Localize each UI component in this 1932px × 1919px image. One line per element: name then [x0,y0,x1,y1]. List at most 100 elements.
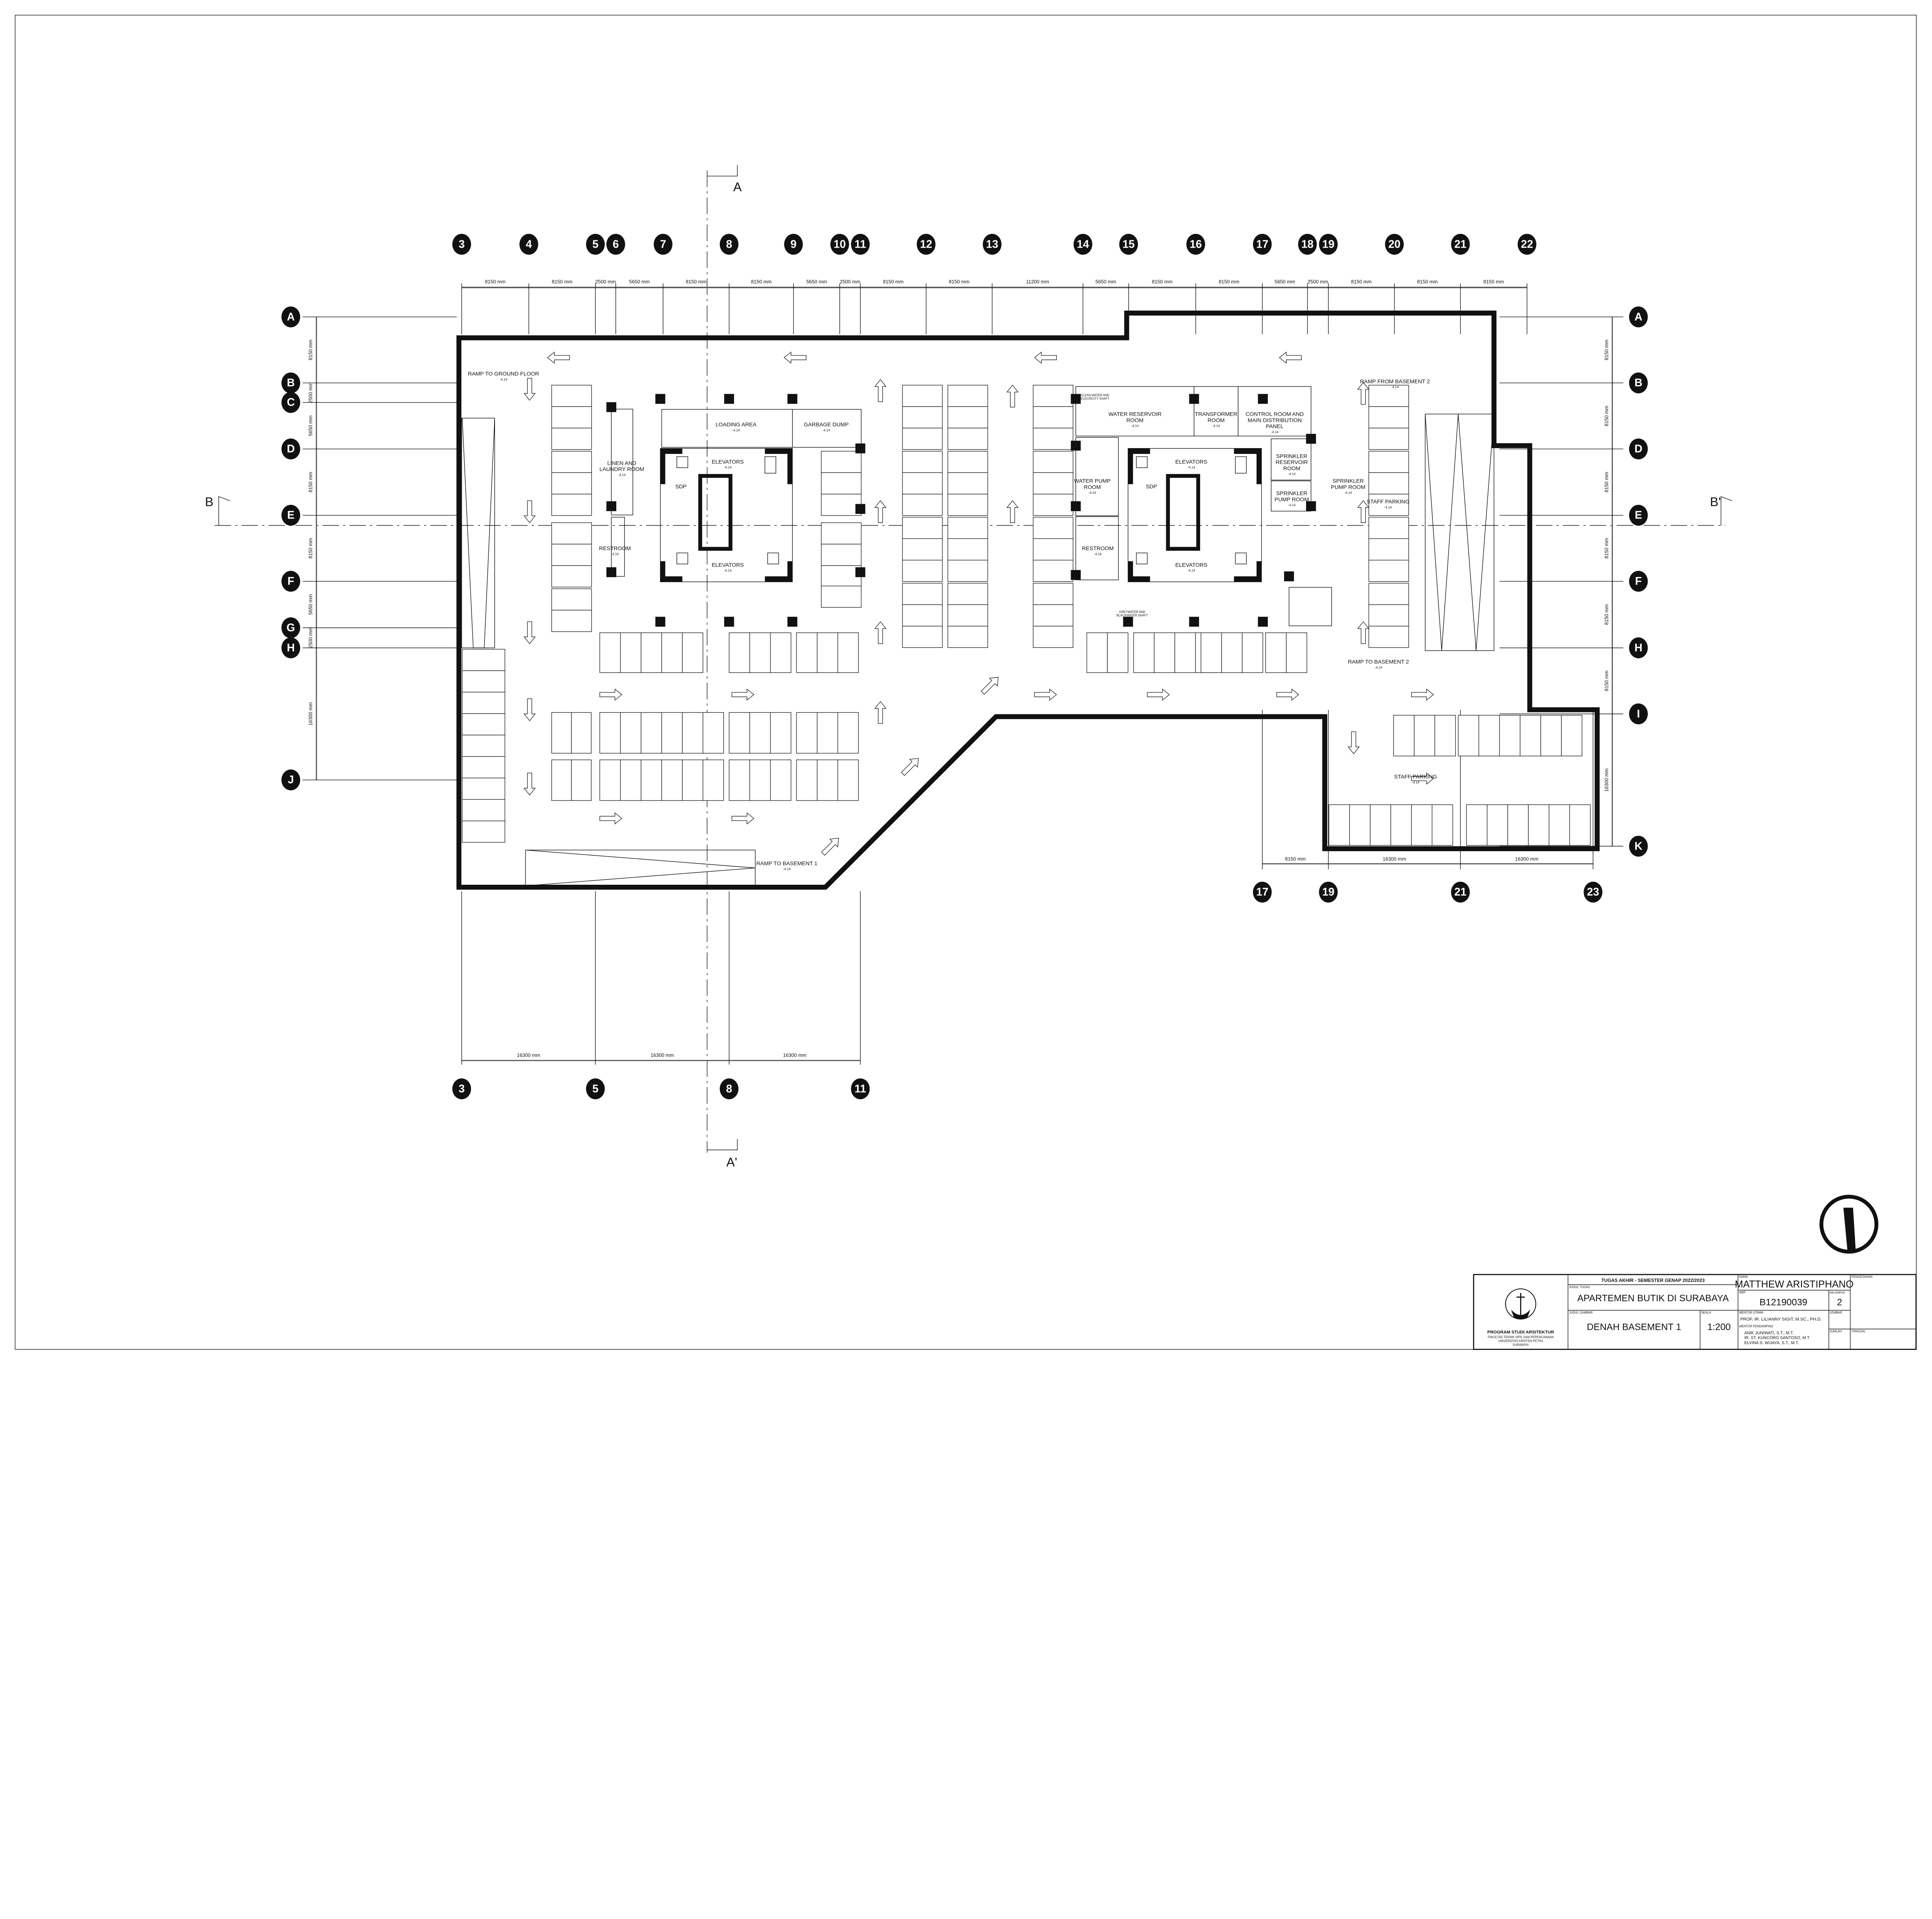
dimension-label: 8150 mm [1604,671,1609,691]
dimension-label: 8150 mm [1604,340,1609,360]
grid-column-5-label: 5 [592,238,599,250]
traffic-arrow-icon [731,688,755,701]
grid-row-B-bubble [1629,372,1648,394]
room-level: -4.14 [1391,385,1399,389]
tanggal-label: TANGGAL [1851,1329,1866,1333]
parking-stall [620,712,641,754]
dimension-label: 2500 mm [840,279,860,284]
parking-stall [1242,632,1264,673]
nrp-value: B12190039 [1760,1297,1808,1308]
parking-stall [1368,385,1409,407]
parking-stall [1540,715,1562,756]
mentor-utama-label: MENTOR UTAMA [1739,1311,1764,1314]
grid-row-B-bubble [281,372,300,394]
parking-stall [821,522,862,545]
traffic-arrow-icon [547,351,570,364]
dimension-label: 5650 mm [1095,279,1116,284]
grid-row-J-label: J [288,774,294,786]
parking-stall [1154,632,1175,673]
parking-stall [1033,494,1073,516]
room-level: -4.14 [1288,472,1296,476]
traffic-arrow-icon [874,621,887,644]
room-label: ELEVATORS [712,459,744,465]
grid-row-I-label: I [1637,708,1640,720]
grid-column-20-label: 20 [1388,238,1401,250]
dimension-label: 8150 mm [1604,472,1609,492]
parking-stall [1133,632,1155,673]
parking-stall [821,565,862,588]
room-level: -4.14 [1187,569,1195,573]
room-label: SDP [1146,484,1157,490]
parking-stall [1033,385,1073,407]
parking-stall [821,585,862,608]
dimension-label: 8150 mm [1604,604,1609,625]
parking-stall [1393,715,1415,756]
parking-stall [462,692,505,714]
dimension-label: 8150 mm [308,340,313,360]
structural-column [855,567,866,577]
dimension-label: 16300 mm [651,1052,674,1058]
traffic-arrow-icon [1034,351,1057,364]
parking-stall [1265,632,1287,673]
grid-row-H-bubble [1629,637,1648,658]
dimension-label: 8150 mm [751,279,772,284]
dimension-label: 5650 mm [629,279,650,284]
parking-stall [1411,804,1432,846]
parking-stall [947,472,988,495]
room-label: ELEVATORS [712,562,744,568]
parking-stall [1349,804,1371,846]
title-block: PROGRAM STUDI ARSITEKTUR FAKULTAS TEKNIK… [1473,1274,1917,1350]
grid-column-6-bubble [606,234,625,255]
grid-row-D-label: D [287,443,295,455]
service-rooms [611,386,1332,626]
grid-column-8-bubble [719,234,739,255]
structural-column [655,617,665,627]
parking-stall [462,670,505,693]
ramp-to-ground-floor [461,418,495,648]
room-level: -4.14 [724,569,732,573]
parking-stall [1033,560,1073,582]
parking-stall [1414,715,1435,756]
parking-stall [1368,604,1409,627]
traffic-arrow-icon [599,812,622,825]
core-east [1128,448,1262,582]
grid-row-D-bubble [1629,439,1648,460]
grid-column-6-label: 6 [613,238,619,250]
lembar-label: LEMBAR [1830,1311,1842,1314]
dimension-label: 8150 mm [686,279,706,284]
room-label: LINEN AND [607,460,636,466]
traffic-arrow-icon [523,698,536,721]
structural-column [855,443,866,454]
mentor-pendamping-2: IR. ST. KUNCORO SANTOSO, M.T. [1744,1336,1810,1340]
city-name: SURABAYA [1513,1343,1529,1346]
parking-stall [462,777,505,800]
grid-column-16-label: 16 [1190,238,1202,250]
traffic-arrow-icon [1034,688,1057,701]
room-label: RESERVOIR [1276,459,1308,466]
dimension-label: 16300 mm [783,1052,806,1058]
room-label: PUMP ROOM [1275,496,1309,503]
dimension-label: 16300 mm [1383,856,1406,862]
course-title: TUGAS AKHIR - SEMESTER GENAP 2022/2023 [1601,1278,1705,1283]
traffic-arrow-icon [1357,382,1369,405]
dimension-label: 8150 mm [485,279,505,284]
parking-stall [1368,428,1409,450]
parking-stall [1434,715,1456,756]
parking-stall [1520,715,1541,756]
dimension-label: 8150 mm [552,279,572,284]
grid-row-J-bubble [281,769,300,790]
grid-column-bottom-19-label: 19 [1322,886,1335,898]
grid-column-bottom-11-bubble [851,1078,870,1100]
grid-row-H-label: H [287,642,295,654]
grid-column-12-bubble [917,234,935,255]
parking-stall [821,494,862,516]
section-a-label: A [733,180,742,194]
structural-column [1306,433,1316,444]
room-level: -4.14 [618,473,626,477]
room-label: SPRINKLER [1276,454,1308,460]
parking-stall [947,583,988,605]
ramp-basement-2 [1425,413,1495,651]
parking-stall [749,712,771,754]
parking-stall [551,522,592,545]
parking-stall [1368,451,1409,473]
